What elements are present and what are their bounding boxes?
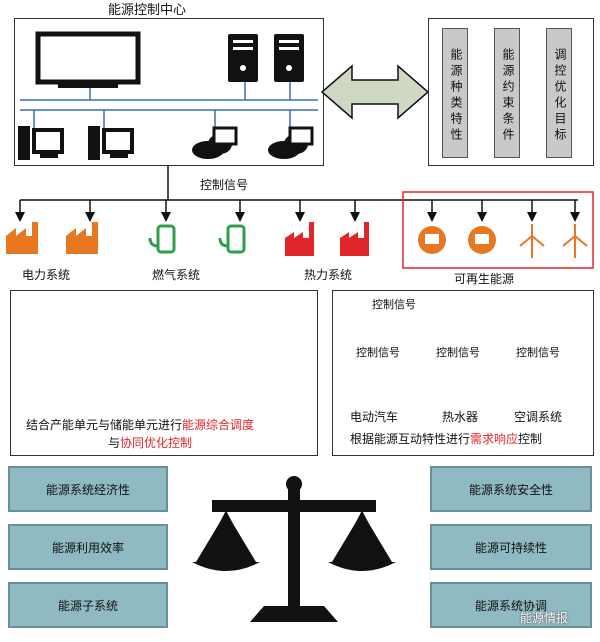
power-system-label: 电力系统 — [22, 268, 71, 282]
gas-meter-icon — [148, 224, 246, 254]
left-panel-caption-line1: 结合产能单元与储能单元进行能源综合调度 — [26, 418, 255, 432]
coordination-box: 能源系统协调 — [430, 582, 592, 628]
control-signal-label: 控制信号 — [200, 178, 249, 192]
attribute-energy-type: 能源种类特性 — [442, 28, 468, 158]
sustainability-box: 能源可持续性 — [430, 524, 592, 570]
safety-box: 能源系统安全性 — [430, 466, 592, 512]
double-arrow-icon — [320, 64, 430, 120]
heat-plant-icon — [285, 222, 369, 256]
cloud-computer-icon — [192, 126, 314, 159]
solar-icon — [418, 226, 496, 254]
server-icon — [228, 34, 304, 82]
attribute-optimization-goal: 调控优化目标 — [546, 28, 572, 158]
renewable-label: 可再生能源 — [454, 272, 515, 286]
device-heater-label: 热水器 — [442, 410, 479, 424]
attribute-energy-constraints: 能源约束条件 — [494, 28, 520, 158]
monitor-icon — [35, 31, 141, 88]
gas-system-label: 燃气系统 — [152, 268, 201, 282]
right-panel-caption: 根据能源互动特性进行需求响应控制 — [350, 432, 543, 446]
economy-box: 能源系统经济性 — [8, 466, 168, 512]
efficiency-box: 能源利用效率 — [8, 524, 168, 570]
device-ev-label: 电动汽车 — [350, 410, 399, 424]
signal-tag-heater: 控制信号 — [436, 346, 480, 359]
workstation-icon — [18, 126, 134, 160]
left-panel — [10, 290, 318, 456]
factory-icon — [6, 222, 98, 254]
device-ac-label: 空调系统 — [514, 410, 563, 424]
balance-scale-icon — [192, 476, 396, 622]
left-panel-caption-line2: 与协同优化控制 — [108, 436, 193, 450]
signal-tag-top: 控制信号 — [372, 298, 416, 311]
subsystem-box: 能源子系统 — [8, 582, 168, 628]
watermark-label: 能源情报 — [520, 611, 569, 625]
control-center-title: 能源控制中心 — [108, 3, 187, 18]
heat-system-label: 热力系统 — [304, 268, 353, 282]
signal-tag-ac: 控制信号 — [516, 346, 560, 359]
wind-turbine-icon — [519, 224, 588, 258]
signal-tag-ev: 控制信号 — [356, 346, 400, 359]
right-panel — [332, 290, 594, 456]
